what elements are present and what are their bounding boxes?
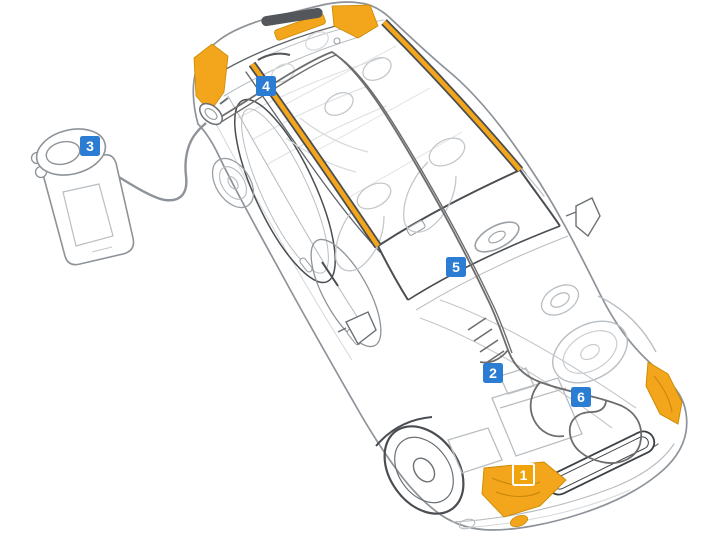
center-brake-light-highlight [274,13,326,41]
taillight-right-highlight [331,4,379,39]
windshield-frame [377,169,569,311]
front-grille [546,430,656,496]
callout-5-badge[interactable]: 5 [446,257,466,277]
callout-4-badge[interactable]: 4 [256,76,276,96]
fog-light-highlight [458,514,529,530]
side-mirrors [337,197,601,346]
taillight-left-highlight [193,43,229,113]
headlight-right-highlight [645,361,683,425]
callout-2-badge[interactable]: 2 [483,363,503,383]
roof-rail-right-highlight [381,19,524,173]
wheel-front-right [552,295,657,384]
engine-bay-components [419,284,637,474]
callout-1-badge[interactable]: 1 [512,463,535,486]
steering-wheel [474,221,520,253]
charge-connector [199,97,229,126]
callout-6-badge[interactable]: 6 [571,387,591,407]
callout-3-badge[interactable]: 3 [80,136,100,156]
wheel-rear-left [211,157,255,209]
charging-cable [100,122,207,202]
wiring-harness [211,50,643,464]
roof-spoiler [257,7,341,61]
headlight-left-highlight [481,461,567,518]
